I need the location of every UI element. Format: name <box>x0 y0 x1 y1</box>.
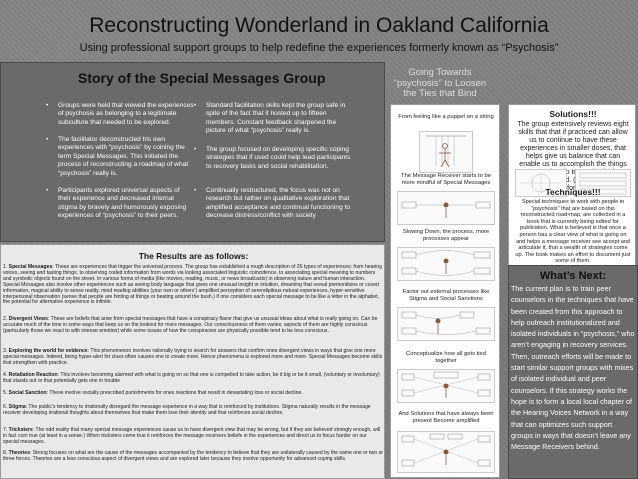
bullet-icon: • <box>194 146 197 153</box>
result-number: 4. <box>3 372 8 378</box>
result-item: 2. Divergent Views: These are beliefs th… <box>3 316 383 335</box>
next-title: What’s Next: <box>539 270 607 282</box>
result-number: 3. <box>3 348 8 354</box>
result-number: 6. <box>3 404 8 410</box>
towards-caption: And Solutions that have always been pres… <box>398 411 494 425</box>
story-bullet-text: The facilitator deconstructed his own ex… <box>58 136 189 177</box>
story-bullet-5: • The group focused on developing specif… <box>194 146 352 171</box>
result-text: : These are beliefs that arise from spec… <box>3 316 378 334</box>
towards-caption: Factor out external processes like Stigm… <box>402 289 490 303</box>
story-panel <box>0 62 385 242</box>
solutions-title: Solutions!!! <box>549 109 597 119</box>
story-bullet-text: Groups were held that viewed the experie… <box>58 102 194 126</box>
result-term: Social Sanction <box>8 390 47 396</box>
result-term: Theories <box>8 450 30 456</box>
bullet-icon: • <box>46 187 49 194</box>
towards-caption: Slowing Down, the process, more processe… <box>402 229 490 243</box>
story-bullet-2: • The facilitator deconstructed his own … <box>46 136 194 178</box>
poster-title: Reconstructing Wonderland in Oakland Cal… <box>89 14 549 37</box>
result-item: 8. Theories: Strong focuses on what are … <box>3 450 383 463</box>
result-number: 7. <box>3 427 8 433</box>
result-term: Divergent Views <box>8 316 48 322</box>
story-bullet-3: • Participants explored universal aspect… <box>46 187 194 221</box>
result-text: : These are experiences that trigger the… <box>3 264 382 306</box>
techniques-body: Special techniques to work with people i… <box>515 199 631 265</box>
results-title: The Results are as follows: <box>138 251 249 261</box>
skills-diagram-right <box>575 169 631 197</box>
story-bullet-1: • Groups were held that viewed the exper… <box>46 102 194 127</box>
bullet-icon: • <box>46 136 49 143</box>
result-item: 5. Social Sanction: These involve social… <box>3 390 383 397</box>
factor-diagram <box>397 307 495 341</box>
story-bullet-text: Participants explored universal aspects … <box>58 187 187 220</box>
result-number: 1. <box>3 264 8 270</box>
result-text: : These involve socially prescribed puni… <box>46 390 303 396</box>
techniques-title: Techniques!!! <box>545 187 601 197</box>
result-number: 5. <box>3 390 8 396</box>
result-number: 8. <box>3 450 8 456</box>
result-item: 6. Stigma: The public’s tendency to irra… <box>3 404 383 417</box>
towards-caption: From feeling like a puppet on a string <box>398 114 494 120</box>
conceptualize-diagram <box>397 369 495 403</box>
next-panel <box>508 265 638 479</box>
result-item: 7. Tricksters: The odd reality that many… <box>3 427 383 446</box>
result-text: : Strong focuses on what are the cause o… <box>3 450 383 462</box>
result-term: Exploring the world for evidence <box>8 348 88 354</box>
result-number: 2. <box>3 316 8 322</box>
towards-caption: Conceptualize how all gets tied together <box>406 351 486 365</box>
result-term: Special Messages <box>8 264 53 270</box>
bullet-icon: • <box>194 102 197 109</box>
bullet-icon: • <box>194 187 197 194</box>
story-bullet-text: The group focused on developing specific… <box>206 146 351 170</box>
messages-diagram <box>397 191 495 225</box>
next-body: The current plan is to train peer counse… <box>511 284 635 452</box>
towards-title: Going Towards “psychosis” to Loosen the … <box>393 67 487 99</box>
result-item: 4. Retaliation Reaction: This involves b… <box>3 372 383 385</box>
poster-subtitle: Using professional support groups to hel… <box>79 42 559 54</box>
puppet-diagram <box>419 131 473 173</box>
story-bullet-text: Standard facilitation skills kept the gr… <box>206 102 346 135</box>
story-bullet-4: • Standard facilitation skills kept the … <box>194 102 352 136</box>
bullet-icon: • <box>46 102 49 109</box>
solutions-diagram <box>397 431 495 473</box>
result-text: : The odd reality that many special mess… <box>3 427 381 445</box>
result-term: Stigma <box>8 404 26 410</box>
results-panel: The Results are as follows: 1. Special M… <box>0 244 385 479</box>
solutions-body: The group extensively reviews eight skil… <box>517 121 629 192</box>
skills-diagram-left <box>515 169 567 197</box>
result-text: : The public’s tendency to irrationally … <box>3 404 371 416</box>
story-bullet-text: Continually restructured, the focus was … <box>206 187 351 220</box>
result-item: 1. Special Messages: These are experienc… <box>3 264 383 306</box>
story-title: Story of the Special Messages Group <box>78 70 326 86</box>
result-item: 3. Exploring the world for evidence: Thi… <box>3 348 383 367</box>
result-term: Tricksters <box>8 427 33 433</box>
towards-caption: The Message Receiver starts to be more m… <box>401 173 491 187</box>
story-bullet-6: • Continually restructured, the focus wa… <box>194 187 352 221</box>
towards-panel: From feeling like a puppet on a string T… <box>390 104 500 478</box>
result-term: Retaliation Reaction <box>8 372 58 378</box>
result-text: : This phenomenon involves rationally tr… <box>3 348 383 366</box>
result-text: : This involves becoming alarmed with wh… <box>3 372 380 384</box>
processes-diagram <box>397 247 495 281</box>
